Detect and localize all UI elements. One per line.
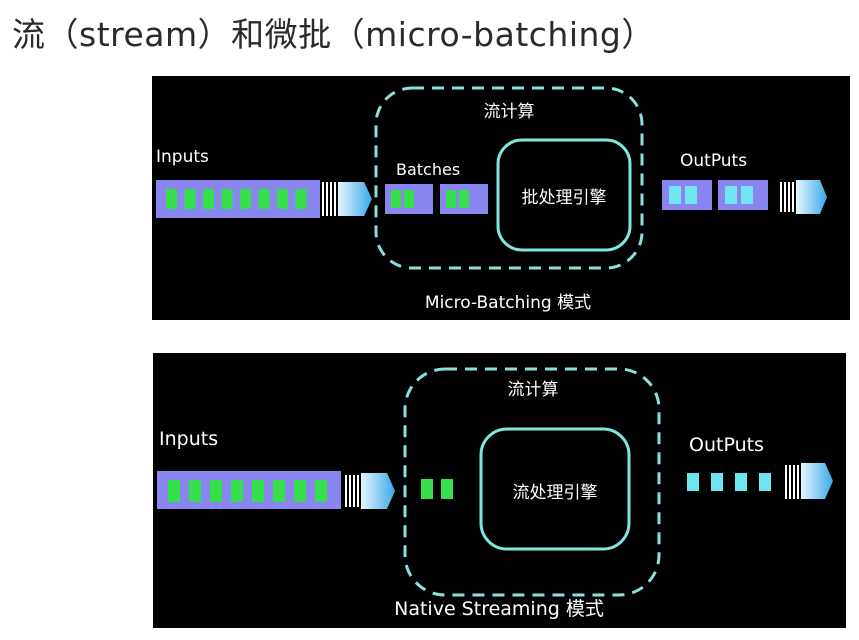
native-streaming-svg: 流计算 Inputs 流处理引擎 OutPuts [157, 367, 833, 620]
input-arrow [345, 473, 395, 509]
outputs-label: OutPuts [680, 151, 747, 171]
output-items [687, 473, 771, 491]
input-bar [156, 180, 320, 218]
compute-region [403, 367, 661, 597]
compute-label: 流计算 [484, 102, 535, 122]
input-cell [294, 480, 306, 502]
inputs-label: Inputs [159, 428, 218, 450]
input-cell [258, 189, 270, 209]
batch-group-2 [440, 184, 488, 214]
page-title: 流（stream）和微批（micro-batching） [12, 15, 655, 54]
input-cells [168, 480, 327, 502]
compute-label: 流计算 [508, 380, 559, 400]
inputs-label: Inputs [156, 147, 209, 167]
input-cell [189, 480, 201, 502]
mode-label: Native Streaming 模式 [394, 598, 604, 620]
stream-engine [479, 427, 631, 551]
engine-label: 批处理引擎 [522, 188, 607, 208]
batch-engine [496, 138, 632, 252]
input-cell [295, 189, 307, 209]
input-cell [210, 480, 222, 502]
input-bar [157, 471, 341, 509]
bottom-strip [0, 628, 859, 640]
input-cell [184, 189, 196, 209]
engine-label: 流处理引擎 [513, 483, 598, 503]
micro-batching-svg: 流计算 Inputs Batches 批处理引擎 OutPuts [156, 86, 827, 313]
output-arrow [780, 180, 827, 214]
output-group-2 [718, 180, 768, 210]
output-group-1 [662, 180, 712, 210]
batch-group-1 [385, 184, 433, 214]
stream-items [421, 479, 453, 499]
input-cell [273, 480, 285, 502]
input-cell [277, 189, 288, 209]
compute-region [374, 86, 644, 270]
input-cell [221, 189, 233, 209]
native-streaming-diagram: 流计算 Inputs 流处理引擎 OutPuts [153, 353, 846, 631]
input-cell [315, 480, 327, 502]
micro-batching-diagram: 流计算 Inputs Batches 批处理引擎 OutPuts [152, 76, 850, 320]
input-cell [166, 189, 177, 209]
input-cell [240, 189, 251, 209]
input-cells [166, 189, 307, 209]
input-cell [252, 480, 264, 502]
input-cell [203, 189, 214, 209]
outputs-label: OutPuts [689, 434, 764, 456]
mode-label: Micro-Batching 模式 [425, 293, 591, 313]
batches-label: Batches [396, 160, 460, 179]
input-cell [231, 480, 243, 502]
input-cell [168, 480, 180, 502]
output-arrow [785, 463, 833, 499]
input-arrow [322, 182, 372, 216]
